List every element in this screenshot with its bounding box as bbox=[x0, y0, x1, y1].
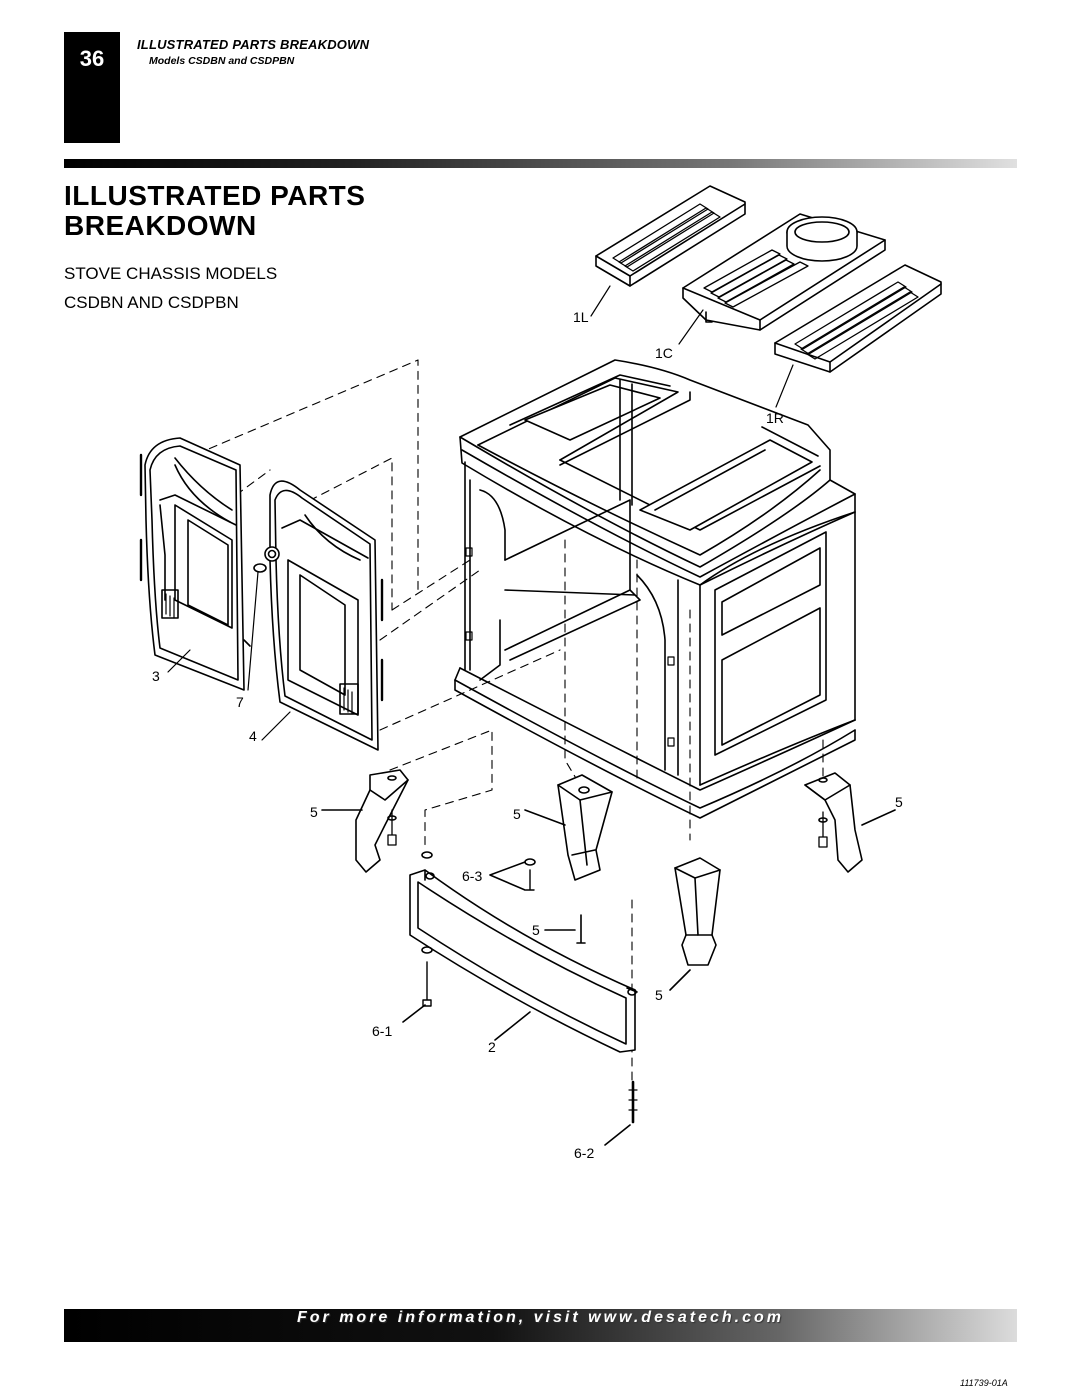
callout-labels: 1L 1C 1R 3 7 4 5 5 5 6-3 5 5 6-1 2 6-2 bbox=[152, 309, 903, 1161]
left-leg bbox=[321, 769, 409, 873]
callout-4: 4 bbox=[249, 728, 257, 744]
callout-6-2: 6-2 bbox=[574, 1145, 594, 1161]
page-title-line-1: ILLUSTRATED PARTS bbox=[64, 180, 366, 211]
bolt-set bbox=[421, 851, 586, 944]
right-door bbox=[253, 480, 384, 751]
top-panel-right bbox=[774, 264, 942, 373]
bolt-6-2 bbox=[604, 1080, 638, 1146]
callout-1C: 1C bbox=[655, 345, 673, 361]
top-leaders bbox=[590, 285, 794, 408]
footer-website-text: For more information, visit www.desatech… bbox=[296, 1309, 785, 1326]
callout-3: 3 bbox=[152, 668, 160, 684]
callout-5-center-bolt: 5 bbox=[532, 922, 540, 938]
right-leg bbox=[804, 772, 896, 873]
front-leg bbox=[669, 857, 721, 991]
page-subtitle: STOVE CHASSIS MODELS CSDBN AND CSDPBN bbox=[64, 259, 277, 317]
page-number: 36 bbox=[79, 46, 105, 71]
header-section-title: ILLUSTRATED PARTS BREAKDOWN bbox=[137, 37, 370, 52]
left-door bbox=[139, 437, 251, 691]
callout-2: 2 bbox=[488, 1039, 496, 1055]
document-number: 111739-01A bbox=[960, 1378, 1008, 1388]
callout-5-right-leg: 5 bbox=[895, 794, 903, 810]
page-title: ILLUSTRATED PARTS BREAKDOWN bbox=[64, 181, 365, 241]
callout-5-front-leg: 5 bbox=[655, 987, 663, 1003]
callout-7: 7 bbox=[236, 694, 244, 710]
page-title-line-2: BREAKDOWN bbox=[64, 210, 257, 241]
callout-1L: 1L bbox=[573, 309, 589, 325]
page-number-tab: 36 bbox=[64, 32, 120, 143]
door-leaders bbox=[167, 571, 291, 741]
page-subtitle-line-2: CSDBN AND CSDPBN bbox=[64, 293, 239, 312]
ashlip bbox=[409, 869, 638, 1053]
center-leg bbox=[524, 774, 613, 881]
callout-6-3: 6-3 bbox=[462, 868, 482, 884]
bolt-6-1 bbox=[402, 946, 433, 1023]
callout-5-left-leg: 5 bbox=[310, 804, 318, 820]
stove-body bbox=[454, 359, 856, 819]
top-panel-left bbox=[595, 185, 746, 287]
callout-5-center-leg: 5 bbox=[513, 806, 521, 822]
footer-banner: For more information, visit www.desatech… bbox=[64, 1309, 1017, 1342]
header-rule bbox=[64, 159, 1017, 168]
page-subtitle-line-1: STOVE CHASSIS MODELS bbox=[64, 264, 278, 283]
callout-6-1: 6-1 bbox=[372, 1023, 392, 1039]
callout-1R: 1R bbox=[766, 410, 784, 426]
top-panel-center bbox=[682, 213, 886, 331]
header-models: Models CSDBN and CSDPBN bbox=[149, 55, 295, 67]
